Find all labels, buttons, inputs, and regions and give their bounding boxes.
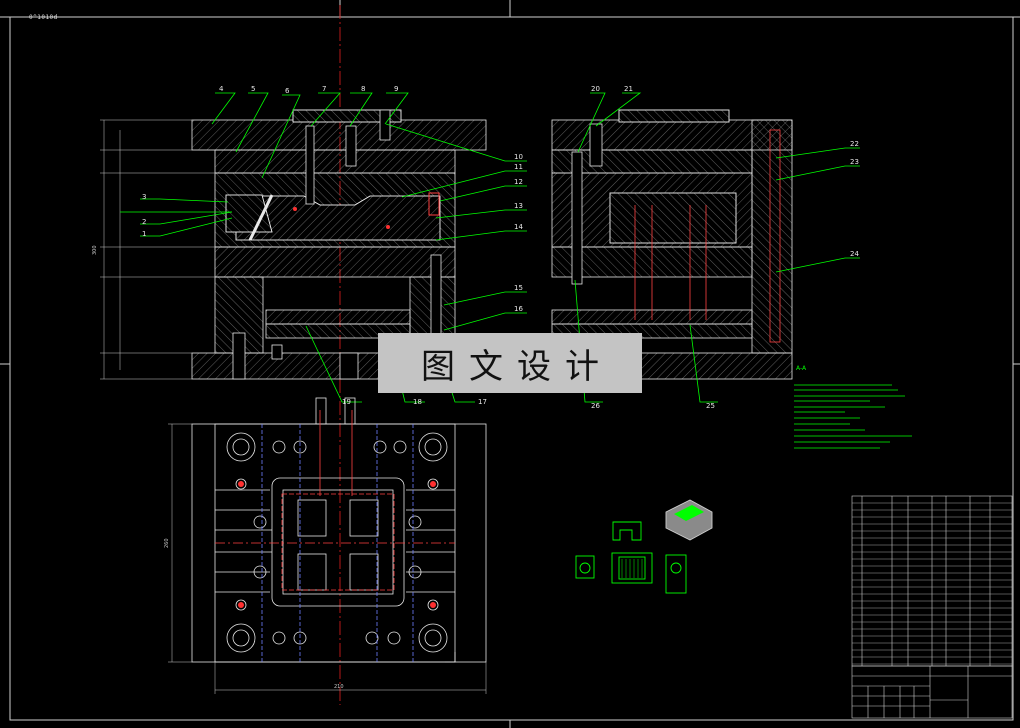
dim-section-height: 300	[92, 245, 98, 255]
part-label: 18	[413, 398, 422, 406]
side-view-caption: A-A	[796, 365, 807, 372]
plan-view	[191, 397, 487, 663]
part-label: 20	[591, 85, 600, 93]
part-label: 11	[514, 163, 523, 171]
part-label: 1	[142, 230, 146, 238]
bill-of-materials	[851, 495, 1013, 719]
part-label: 21	[624, 85, 633, 93]
part-label: 14	[514, 223, 523, 231]
part-label: 16	[514, 305, 523, 313]
part-label: 25	[706, 402, 715, 410]
part-label: 13	[514, 202, 523, 210]
product-hatch	[621, 559, 643, 578]
product-views	[575, 499, 713, 594]
plan-runner-lines	[215, 410, 455, 591]
part-label: 15	[514, 284, 523, 292]
part-label: 19	[342, 398, 351, 406]
part-label: 3	[142, 193, 146, 201]
part-label: 8	[361, 85, 365, 93]
technical-notes	[794, 384, 912, 449]
part-label: 12	[514, 178, 523, 186]
left-dimension-chain	[100, 119, 215, 380]
part-label: 6	[285, 87, 290, 95]
left-leaders	[120, 92, 527, 403]
part-label: 2	[142, 218, 146, 226]
plan-dimensions	[168, 423, 487, 694]
part-label: 5	[251, 85, 255, 93]
part-label: 24	[850, 250, 859, 258]
drawing-code: 0^1010d	[29, 14, 58, 21]
bom-rows	[852, 502, 1012, 665]
plan-cooling-lines	[261, 424, 414, 662]
dim-plan-width: 210	[334, 684, 344, 690]
part-label: 9	[394, 85, 398, 93]
part-label: 26	[591, 402, 600, 410]
part-label: 23	[850, 158, 859, 166]
watermark: 图文设计	[378, 333, 642, 393]
right-leaders	[574, 92, 860, 403]
part-label: 22	[850, 140, 859, 148]
dim-plan-height: 260	[164, 538, 170, 548]
part-number-labels: 1 2 3 4 5 6 7 8 9 10 11 12 13 14 15 16 1…	[142, 85, 859, 410]
part-label: 7	[322, 85, 326, 93]
part-label: 17	[478, 398, 487, 406]
cooling-fitting	[428, 192, 440, 216]
part-label: 10	[514, 153, 523, 161]
cooling-channels	[634, 129, 781, 343]
part-label: 4	[219, 85, 224, 93]
